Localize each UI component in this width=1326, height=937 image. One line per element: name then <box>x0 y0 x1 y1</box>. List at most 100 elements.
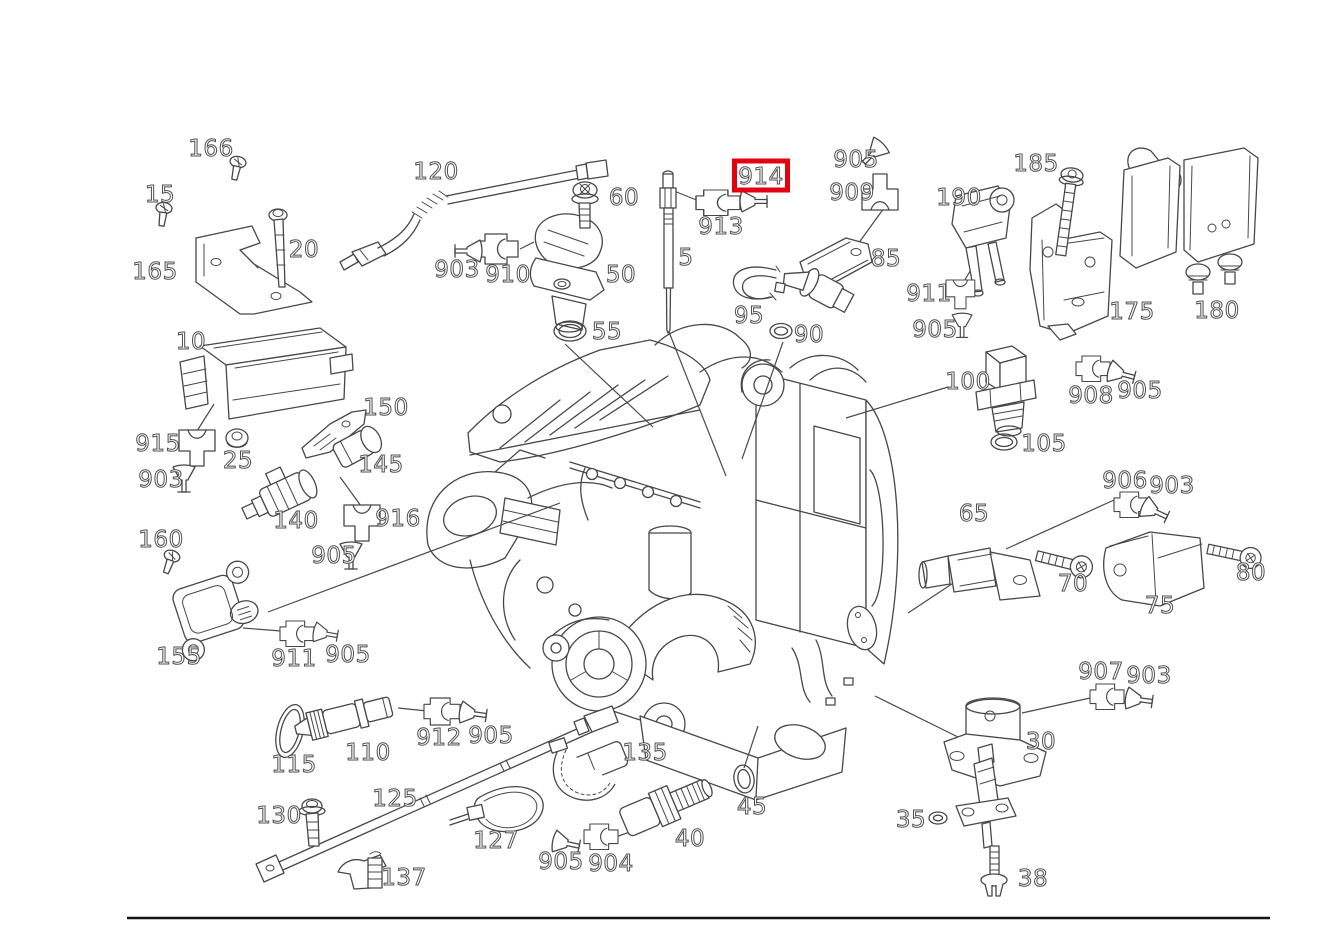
part-label-130[interactable]: 130 <box>256 803 302 830</box>
part-label-907[interactable]: 907 <box>1078 659 1124 686</box>
part-label-85[interactable]: 85 <box>870 246 901 273</box>
part-sketch-137 <box>337 851 387 890</box>
connector-icon-913 <box>695 189 741 217</box>
part-label-905-5[interactable]: 905 <box>468 723 514 750</box>
part-label-910[interactable]: 910 <box>485 262 531 289</box>
part-label-905-7[interactable]: 905 <box>538 849 584 876</box>
connector-icon-908 <box>1075 355 1111 383</box>
part-label-903-4[interactable]: 903 <box>1126 663 1172 690</box>
part-label-185[interactable]: 185 <box>1013 151 1059 178</box>
part-label-30[interactable]: 30 <box>1025 729 1056 756</box>
part-label-145[interactable]: 145 <box>358 452 404 479</box>
part-sketch-130 <box>298 798 326 847</box>
part-label-905-1[interactable]: 905 <box>833 147 879 174</box>
part-label-65[interactable]: 65 <box>958 501 989 528</box>
part-label-905-4[interactable]: 905 <box>325 642 371 669</box>
part-label-105[interactable]: 105 <box>1021 431 1067 458</box>
part-sketch-80 <box>1206 543 1262 570</box>
part-label-25[interactable]: 25 <box>222 448 253 475</box>
connector-icon-910 <box>477 233 519 265</box>
part-label-135[interactable]: 135 <box>622 740 668 767</box>
part-label-160[interactable]: 160 <box>138 527 184 554</box>
part-sketch-20 <box>268 208 288 288</box>
part-label-55[interactable]: 55 <box>591 319 622 346</box>
part-label-75[interactable]: 75 <box>1144 593 1175 620</box>
part-label-912[interactable]: 912 <box>416 725 462 752</box>
highlighted-part-914[interactable]: 914 <box>732 158 790 193</box>
part-sketch-55 <box>553 320 587 342</box>
part-label-15[interactable]: 15 <box>144 182 175 209</box>
part-label-20[interactable]: 20 <box>288 237 319 264</box>
part-sketch-120 <box>339 159 609 271</box>
part-label-150[interactable]: 150 <box>363 395 409 422</box>
part-sketch-145 <box>332 425 383 468</box>
part-label-140[interactable]: 140 <box>273 508 319 535</box>
part-label-155[interactable]: 155 <box>156 644 202 671</box>
part-label-165[interactable]: 165 <box>132 259 178 286</box>
part-label-913[interactable]: 913 <box>698 214 744 241</box>
part-label-903-3[interactable]: 903 <box>1149 473 1195 500</box>
part-label-110[interactable]: 110 <box>345 740 391 767</box>
part-label-125[interactable]: 125 <box>372 786 418 813</box>
part-label-95[interactable]: 95 <box>733 303 764 330</box>
part-label-914[interactable]: 914 <box>738 164 784 191</box>
part-label-137[interactable]: 137 <box>381 865 427 892</box>
part-labels: 166 15 165 20 120 903 910 60 50 55 5 913… <box>132 136 1266 893</box>
part-label-115[interactable]: 115 <box>271 752 317 779</box>
part-label-40[interactable]: 40 <box>674 826 705 853</box>
part-sketch-180 <box>1119 147 1259 295</box>
part-sketch-5 <box>659 170 677 334</box>
connector-icon-915 <box>178 429 216 467</box>
part-label-905-3[interactable]: 905 <box>311 543 357 570</box>
part-label-35[interactable]: 35 <box>895 807 926 834</box>
part-label-50[interactable]: 50 <box>605 262 636 289</box>
part-label-10[interactable]: 10 <box>175 329 206 356</box>
part-label-911-2[interactable]: 911 <box>906 281 952 308</box>
part-sketch-135 <box>548 737 629 801</box>
connector-icon-912 <box>423 697 461 726</box>
part-sketch-125 <box>255 705 619 883</box>
part-label-45[interactable]: 45 <box>736 794 767 821</box>
part-label-100[interactable]: 100 <box>945 369 991 396</box>
part-label-905-6[interactable]: 905 <box>1117 378 1163 405</box>
part-sketch-35 <box>928 743 1017 849</box>
part-label-5[interactable]: 5 <box>678 245 694 272</box>
highlight-box <box>732 158 790 193</box>
part-label-90[interactable]: 90 <box>793 322 824 349</box>
part-label-120[interactable]: 120 <box>413 159 459 186</box>
part-sketch-185 <box>1055 167 1084 257</box>
part-label-909[interactable]: 909 <box>829 180 875 207</box>
part-sketch-150 <box>301 409 367 459</box>
part-sketches <box>152 135 1262 897</box>
part-label-180[interactable]: 180 <box>1194 298 1240 325</box>
plug-icon-914 <box>739 190 768 213</box>
part-sketch-140 <box>241 466 318 520</box>
connector-icon-904 <box>583 823 619 851</box>
part-label-38[interactable]: 38 <box>1017 866 1048 893</box>
part-label-903-2[interactable]: 903 <box>138 467 184 494</box>
part-label-80[interactable]: 80 <box>1235 560 1266 587</box>
part-label-175[interactable]: 175 <box>1109 299 1155 326</box>
part-sketch-90 <box>769 322 793 340</box>
part-sketch-165 <box>195 225 313 315</box>
part-sketch-175 <box>1029 203 1113 341</box>
part-sketch-127 <box>449 786 544 833</box>
part-label-904[interactable]: 904 <box>588 851 634 878</box>
part-label-60[interactable]: 60 <box>608 185 639 212</box>
part-label-906[interactable]: 906 <box>1102 468 1148 495</box>
part-label-915[interactable]: 915 <box>135 431 181 458</box>
part-sketch-65 <box>918 547 1041 601</box>
part-label-903-1[interactable]: 903 <box>434 257 480 284</box>
part-label-70[interactable]: 70 <box>1057 571 1088 598</box>
part-sketch-40 <box>619 779 713 837</box>
part-label-190[interactable]: 190 <box>936 185 982 212</box>
part-label-908[interactable]: 908 <box>1068 383 1114 410</box>
part-sketch-60 <box>571 181 599 229</box>
part-label-905-2[interactable]: 905 <box>912 317 958 344</box>
part-label-166[interactable]: 166 <box>188 136 234 163</box>
part-label-911-1[interactable]: 911 <box>271 646 317 673</box>
connector-icon-907 <box>1089 683 1125 711</box>
part-label-916[interactable]: 916 <box>375 506 421 533</box>
part-label-127[interactable]: 127 <box>473 828 519 855</box>
